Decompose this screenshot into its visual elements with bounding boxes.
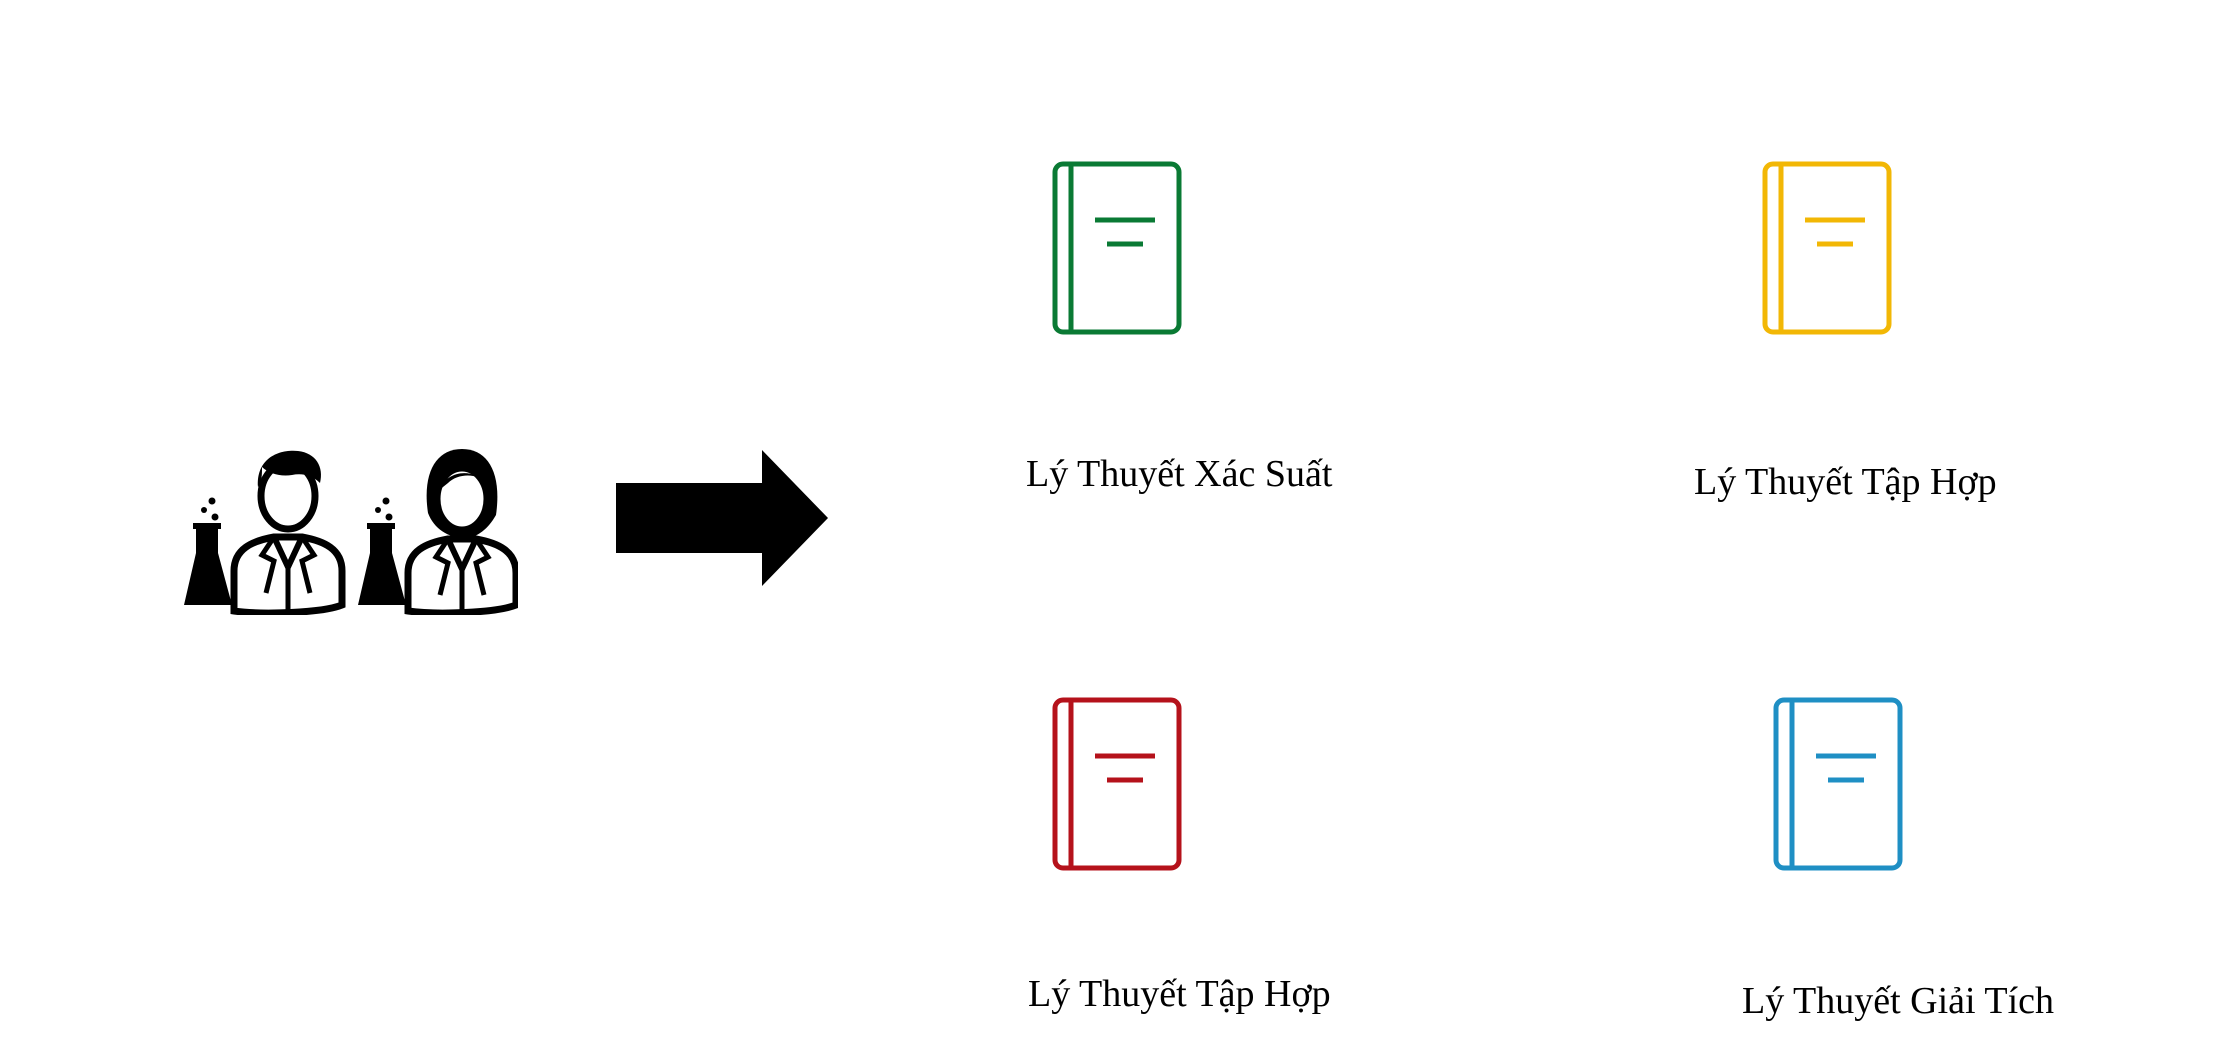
book-icon [1773,697,1903,871]
book-icon [1052,697,1182,871]
scientists-icon [184,449,518,615]
book-label: Lý Thuyết Tập Hợp [1694,461,1997,503]
book-label: Lý Thuyết Tập Hợp [1028,973,1331,1015]
book-label: Lý Thuyết Xác Suất [1026,453,1333,495]
book-icon [1762,161,1892,335]
right-arrow-icon [616,450,828,586]
book-icon [1052,161,1182,335]
book-label: Lý Thuyết Giải Tích [1742,980,2055,1022]
